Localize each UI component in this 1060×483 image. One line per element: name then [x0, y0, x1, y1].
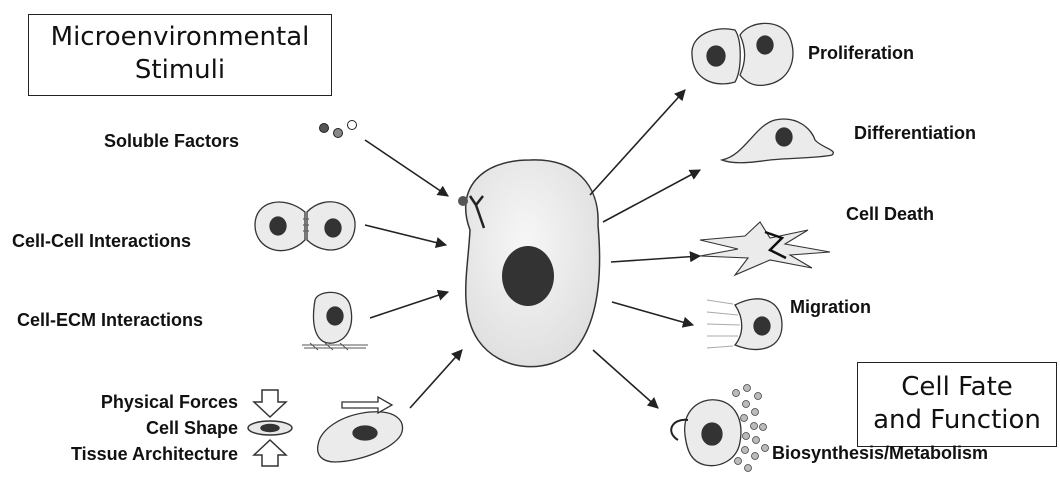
label-physical-forces: Physical Forces — [0, 392, 238, 413]
differentiation-icon — [722, 119, 833, 163]
arrow-biosynthesis — [593, 350, 658, 408]
cell-cell-icon — [255, 202, 355, 251]
force-arrow-icon — [342, 397, 392, 413]
label-cell-shape: Cell Shape — [0, 418, 238, 439]
label-biosynthesis: Biosynthesis/Metabolism — [772, 443, 988, 464]
arrow-physical — [410, 350, 462, 408]
central-nucleus — [502, 246, 554, 306]
fate-title-box: Cell Fate and Function — [857, 362, 1057, 447]
label-migration: Migration — [790, 297, 871, 318]
cell-death-icon — [700, 222, 830, 275]
label-differentiation: Differentiation — [854, 123, 976, 144]
migration-icon — [707, 299, 782, 350]
fate-title-line1: Cell Fate — [858, 371, 1056, 404]
stimuli-title-line1: Microenvironmental — [29, 21, 331, 54]
label-cell-cell: Cell-Cell Interactions — [12, 231, 191, 252]
label-cell-death: Cell Death — [846, 204, 934, 225]
stimuli-title-box: Microenvironmental Stimuli — [28, 14, 332, 96]
stimuli-title-line2: Stimuli — [29, 54, 331, 87]
input-arrows — [365, 140, 462, 408]
soluble-factors-icon — [320, 121, 357, 138]
physical-forces-icon — [248, 390, 292, 466]
label-proliferation: Proliferation — [808, 43, 914, 64]
label-cell-ecm: Cell-ECM Interactions — [17, 310, 203, 331]
arrow-cell-cell — [365, 225, 446, 245]
biosynthesis-icon — [671, 385, 768, 472]
stretched-cell-icon — [318, 397, 403, 462]
arrow-differentiation — [603, 170, 700, 222]
arrow-proliferation — [590, 90, 685, 195]
arrow-migration — [612, 302, 693, 325]
label-tissue-architecture: Tissue Architecture — [0, 444, 238, 465]
output-arrows — [590, 90, 700, 408]
cell-ecm-icon — [302, 292, 368, 350]
label-soluble-factors: Soluble Factors — [104, 131, 239, 152]
arrow-death — [611, 256, 700, 262]
fate-title-line2: and Function — [858, 404, 1056, 437]
proliferation-icon — [692, 23, 793, 85]
arrow-cell-ecm — [370, 292, 448, 318]
arrow-soluble — [365, 140, 448, 196]
central-cell — [458, 160, 600, 367]
